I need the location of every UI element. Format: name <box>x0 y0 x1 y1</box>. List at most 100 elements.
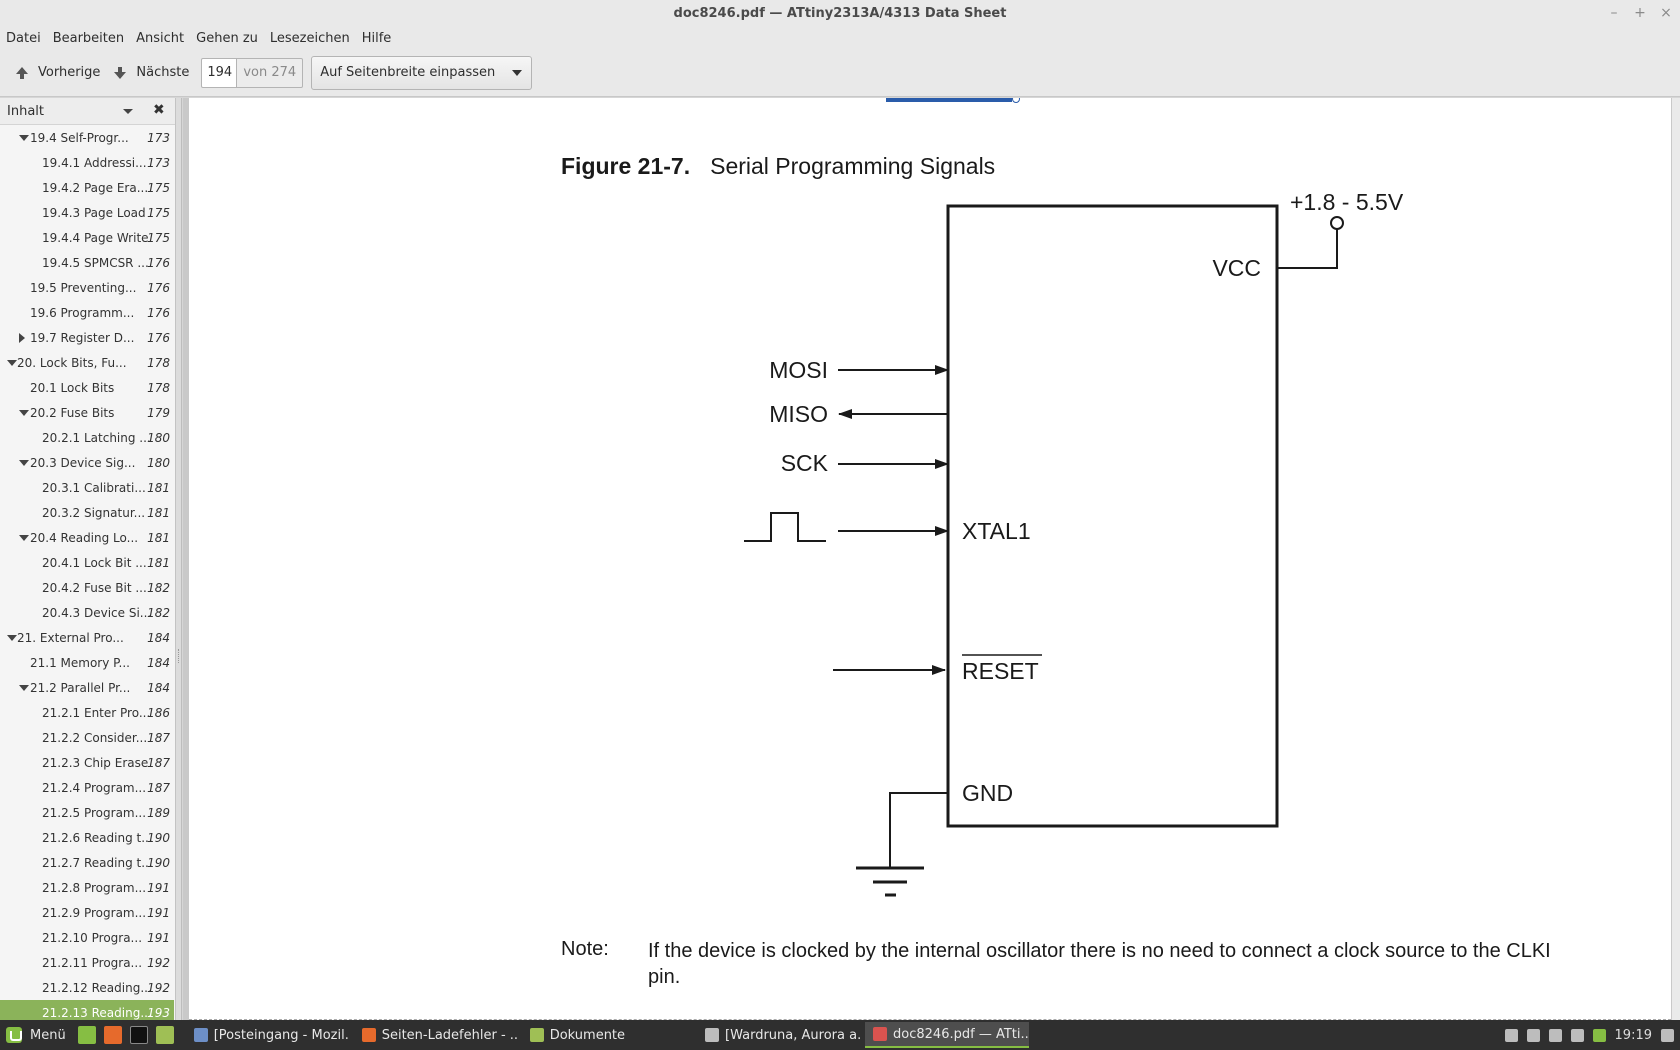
outline-item-page: 191 <box>147 930 170 945</box>
outline-item[interactable]: 21.2.10 Progra... 191 <box>0 925 174 950</box>
outline-item[interactable]: 19.4 Self-Progr...173 <box>0 125 174 150</box>
expanded-triangle-icon[interactable] <box>19 460 29 466</box>
outline-item-label: 21.2.10 Progra... <box>42 930 143 945</box>
outline-item[interactable]: 19.5 Preventing...176 <box>0 275 174 300</box>
figure-title: Serial Programming Signals <box>710 153 996 179</box>
outline-item[interactable]: 21. External Pro...184 <box>0 625 174 650</box>
show-desktop-icon[interactable] <box>77 1026 96 1044</box>
menu-bookmarks[interactable]: Lesezeichen <box>269 30 350 46</box>
outline-item[interactable]: 19.4.2 Page Era...175 <box>0 175 174 200</box>
toolbar: Vorherige Nächste 194 von 274 Auf Seiten… <box>0 49 1680 97</box>
outline-item-label: 19.6 Programm... <box>30 305 135 320</box>
vertical-scrollbar[interactable] <box>1671 98 1680 1020</box>
outline-item[interactable]: 20.4.1 Lock Bit ...181 <box>0 550 174 575</box>
outline-item[interactable]: 21.2.5 Program...189 <box>0 800 174 825</box>
outline-item[interactable]: 21.2.12 Reading...192 <box>0 975 174 1000</box>
outline-item[interactable]: 19.4.1 Addressi...173 <box>0 150 174 175</box>
splitter-grip[interactable] <box>178 649 180 663</box>
outline-item-page: 179 <box>147 405 170 420</box>
menu-go[interactable]: Gehen zu <box>196 30 258 46</box>
outline-item[interactable]: 21.2.11 Progra...192 <box>0 950 174 975</box>
taskbar-task-label: doc8246.pdf — ATti... <box>893 1026 1030 1042</box>
menu-edit[interactable]: Bearbeiten <box>52 30 125 46</box>
outline-item[interactable]: 19.7 Register D...176 <box>0 325 174 350</box>
taskbar-task-label: [Posteingang - Mozil... <box>213 1027 350 1043</box>
sound-icon[interactable] <box>1570 1028 1584 1042</box>
outline-item-label: 19.4.2 Page Era... <box>42 180 149 195</box>
shield-icon[interactable] <box>1592 1028 1606 1042</box>
outline-item[interactable]: 20.4.2 Fuse Bit ...182 <box>0 575 174 600</box>
expanded-triangle-icon[interactable] <box>19 535 29 541</box>
maximize-button[interactable]: + <box>1634 5 1646 21</box>
collapsed-triangle-icon[interactable] <box>19 333 25 343</box>
clock-pulse-symbol <box>744 512 826 542</box>
chevron-down-icon[interactable] <box>123 109 133 114</box>
expanded-triangle-icon[interactable] <box>19 685 29 691</box>
files-launcher-icon[interactable] <box>155 1026 174 1044</box>
menu-file[interactable]: Datei <box>6 30 41 46</box>
outline-item[interactable]: 21.2.2 Consider...187 <box>0 725 174 750</box>
outline-item[interactable]: 21.2.13 Reading...193 <box>0 1000 174 1020</box>
outline-item[interactable]: 20.3.1 Calibrati...181 <box>0 475 174 500</box>
outline-item[interactable]: 21.2.6 Reading t...190 <box>0 825 174 850</box>
outline-item-page: 191 <box>147 880 170 895</box>
document-viewport[interactable]: Figure 21-7.Serial Programming Signals <box>183 98 1680 1020</box>
taskbar-task[interactable]: Seiten-Ladefehler - ... <box>354 1022 518 1048</box>
expanded-triangle-icon[interactable] <box>7 360 17 366</box>
mint-logo-icon <box>6 1027 22 1043</box>
outline-item[interactable]: 20.4.3 Device Si...182 <box>0 600 174 625</box>
close-sidebar-icon[interactable]: ✖ <box>153 102 165 118</box>
close-window-button[interactable]: × <box>1660 5 1672 21</box>
outline-item-page: 191 <box>147 905 170 920</box>
taskbar-task[interactable]: [Wardruna, Aurora a... <box>697 1022 861 1048</box>
figure-heading: Figure 21-7.Serial Programming Signals <box>561 153 995 180</box>
clock[interactable]: 19:19 <box>1614 1027 1652 1043</box>
zoom-select[interactable]: Auf Seitenbreite einpassen <box>311 55 533 90</box>
minimize-button[interactable]: – <box>1610 5 1618 21</box>
outline-item-page: 173 <box>147 130 170 145</box>
outline-item[interactable]: 20.3 Device Sig...180 <box>0 450 174 475</box>
outline-item[interactable]: 21.2.4 Program...187 <box>0 775 174 800</box>
menu-view[interactable]: Ansicht <box>136 30 185 46</box>
firefox-launcher-icon[interactable] <box>103 1026 122 1044</box>
display-icon[interactable] <box>1661 1028 1674 1042</box>
outline-item-label: 19.4.3 Page Load <box>42 205 146 220</box>
sidebar-mode-select[interactable]: Inhalt <box>7 103 44 119</box>
outline-item[interactable]: 21.2.9 Program...191 <box>0 900 174 925</box>
sidebar-splitter[interactable] <box>176 98 182 1020</box>
outline-item-page: 180 <box>147 430 170 445</box>
outline-item[interactable]: 21.1 Memory P...184 <box>0 650 174 675</box>
expanded-triangle-icon[interactable] <box>19 410 29 416</box>
taskbar-task[interactable]: doc8246.pdf — ATti... <box>865 1022 1030 1048</box>
expanded-triangle-icon[interactable] <box>19 135 29 141</box>
outline-item[interactable]: 21.2.1 Enter Pro...186 <box>0 700 174 725</box>
taskbar-task[interactable]: [Posteingang - Mozil... <box>186 1022 350 1048</box>
menu-help[interactable]: Hilfe <box>361 30 392 46</box>
outline-item[interactable]: 20.3.2 Signatur...181 <box>0 500 174 525</box>
outline-item[interactable]: 20.2.1 Latching ...180 <box>0 425 174 450</box>
terminal-launcher-icon[interactable] <box>129 1026 148 1044</box>
outline-item[interactable]: 19.6 Programm...176 <box>0 300 174 325</box>
next-page-button[interactable]: Nächste <box>112 65 189 81</box>
clipboard-icon[interactable] <box>1526 1028 1540 1042</box>
page-number-input[interactable]: 194 <box>201 57 238 88</box>
taskbar-task[interactable]: Dokumente <box>522 1022 633 1048</box>
outline-item-label: 21.2.13 Reading... <box>42 1005 152 1020</box>
expanded-triangle-icon[interactable] <box>7 635 17 641</box>
start-menu-button[interactable]: Menü <box>0 1020 74 1050</box>
outline-item[interactable]: 20.4 Reading Lo...181 <box>0 525 174 550</box>
outline-item[interactable]: 21.2.8 Program...191 <box>0 875 174 900</box>
outline-item[interactable]: 21.2.7 Reading t...190 <box>0 850 174 875</box>
previous-page-button[interactable]: Vorherige <box>14 65 100 81</box>
outline-item-page: 180 <box>147 455 170 470</box>
network-icon[interactable] <box>1548 1028 1562 1042</box>
outline-item[interactable]: 21.2 Parallel Pr...184 <box>0 675 174 700</box>
user-icon[interactable] <box>1504 1028 1518 1042</box>
outline-item[interactable]: 20. Lock Bits, Fu...178 <box>0 350 174 375</box>
outline-item[interactable]: 19.4.5 SPMCSR ...176 <box>0 250 174 275</box>
